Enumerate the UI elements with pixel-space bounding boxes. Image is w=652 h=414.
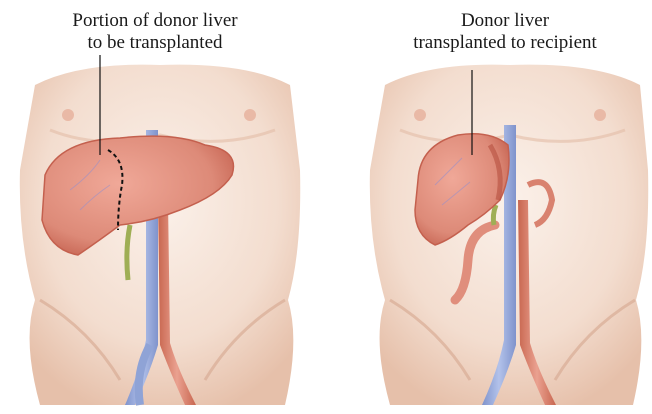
left-caption-line-1: Portion of donor liver [20,10,290,32]
left-caption: Portion of donor liver to be transplante… [20,10,290,54]
left-caption-line-2: to be transplanted [20,32,290,54]
right-caption-line-1: Donor liver [370,10,640,32]
right-caption: Donor liver transplanted to recipient [370,10,640,54]
after-panel [370,65,648,405]
right-bile-duct [493,205,496,225]
right-nipple-right [594,109,606,121]
right-nipple-left [414,109,426,121]
right-caption-line-2: transplanted to recipient [370,32,640,54]
before-panel [20,55,300,405]
left-nipple-left [62,109,74,121]
left-nipple-right [244,109,256,121]
